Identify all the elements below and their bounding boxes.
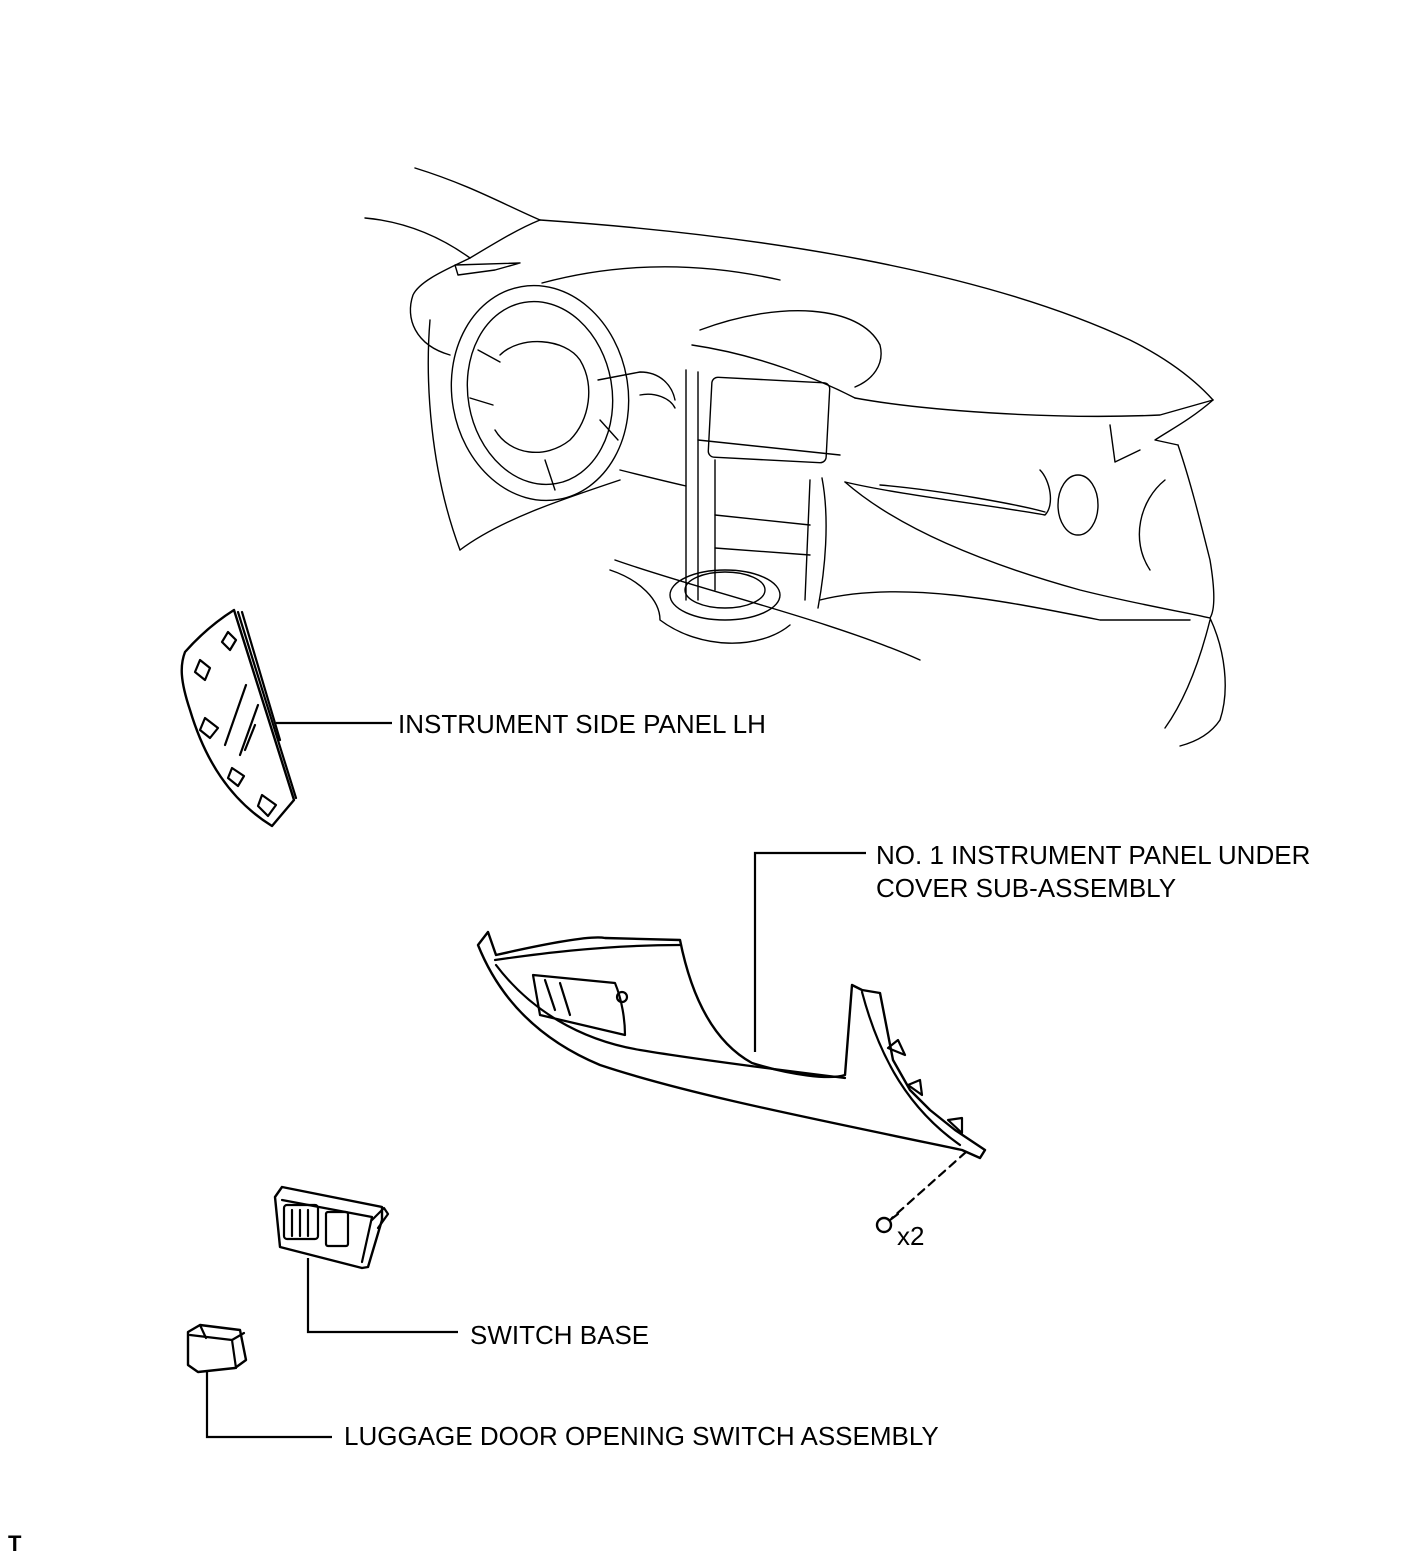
under-cover-illustration (476, 930, 987, 1160)
under-cover-label-line1: NO. 1 INSTRUMENT PANEL UNDER (876, 840, 1311, 870)
luggage-door-opening-switch-label: LUGGAGE DOOR OPENING SWITCH ASSEMBLY (344, 1421, 939, 1451)
switch-base-illustration (273, 1185, 390, 1270)
screw-quantity-label: x2 (897, 1221, 925, 1251)
instrument-side-panel-lh-illustration (180, 608, 298, 828)
under-cover-label-line2: COVER SUB-ASSEMBLY (876, 873, 1177, 903)
switch-base-label: SWITCH BASE (470, 1320, 650, 1350)
under-cover-leader-line (753, 851, 866, 1052)
dashboard-illustration (364, 167, 1226, 747)
screw-illustration (875, 1150, 968, 1234)
instrument-side-panel-lh-label: INSTRUMENT SIDE PANEL LH (398, 709, 766, 739)
luggage-switch-illustration (186, 1323, 248, 1374)
switch-base-leader-line (306, 1258, 458, 1334)
luggage-switch-leader-line (205, 1372, 332, 1439)
corner-code-label: T (8, 1531, 22, 1556)
